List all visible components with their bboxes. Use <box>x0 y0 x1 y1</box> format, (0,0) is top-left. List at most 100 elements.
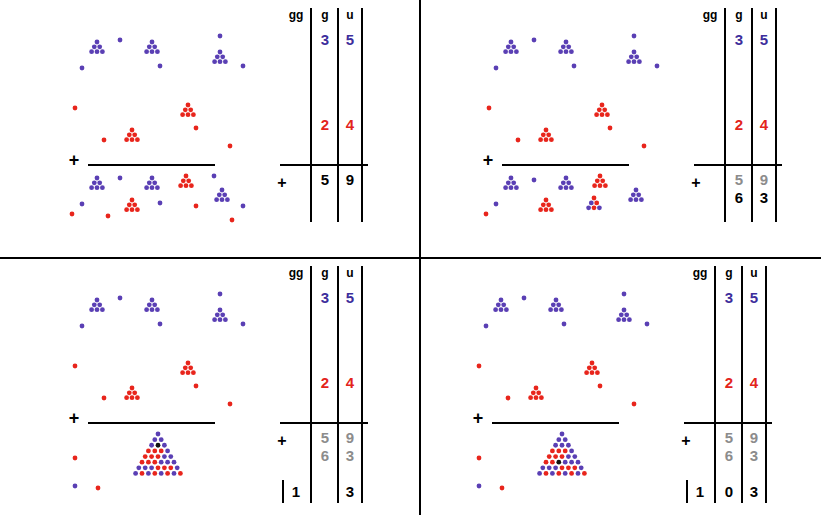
column-line <box>741 266 743 503</box>
counter-dot <box>92 44 97 49</box>
counter-dot <box>194 384 199 389</box>
counter-dot <box>538 137 543 142</box>
counter-dot <box>100 49 105 54</box>
label-box: 1 <box>696 483 704 501</box>
counter-dot <box>556 460 561 465</box>
label-box: 4 <box>750 374 758 392</box>
counter-dot <box>547 465 552 470</box>
counter-dot <box>80 66 85 71</box>
counter-dot <box>592 183 597 188</box>
digit: 3 <box>760 189 768 206</box>
counter-dot <box>622 308 627 313</box>
counter-dot <box>149 443 154 448</box>
counter-dot <box>509 185 514 190</box>
column-line <box>310 8 312 222</box>
counter-dot <box>152 471 157 476</box>
counter-dot <box>152 460 157 465</box>
counter-dot <box>632 402 637 407</box>
counter-dot <box>212 317 217 322</box>
counter-dot <box>556 448 561 453</box>
counter-dot <box>130 137 135 142</box>
column-line <box>310 266 312 503</box>
counter-dot <box>547 454 552 459</box>
counter-dot <box>587 365 592 370</box>
counter-dot <box>73 484 78 489</box>
label-box: g <box>735 5 742 23</box>
counter-dot <box>576 460 581 465</box>
label-box: 3 <box>321 289 329 307</box>
counter-dot <box>102 138 107 143</box>
counter-dot <box>89 49 94 54</box>
result-digit: 1 <box>292 483 300 500</box>
panel-divider <box>0 257 821 259</box>
counter-dot <box>584 370 589 375</box>
column-header: gg <box>703 8 718 22</box>
counter-dot <box>636 192 641 197</box>
digit: 3 <box>346 447 354 464</box>
counter-dot <box>550 471 555 476</box>
label-box: gg <box>289 263 304 281</box>
column-header: gg <box>693 266 708 280</box>
counter-dot <box>500 486 505 491</box>
label-box: g <box>725 263 732 281</box>
counter-dot <box>73 106 78 111</box>
counter-dot <box>162 465 167 470</box>
result-digit: 3 <box>750 483 758 500</box>
counter-dot <box>95 307 100 312</box>
counter-dot <box>130 198 135 203</box>
counter-dot <box>241 64 246 69</box>
label-box: g <box>321 5 328 23</box>
counter-dot <box>127 390 132 395</box>
counter-dot <box>539 395 544 400</box>
counter-dot <box>152 302 157 307</box>
label-box: 9 <box>760 171 768 189</box>
counter-dot <box>214 197 219 202</box>
counter-dot <box>135 395 140 400</box>
counter-dot <box>544 207 549 212</box>
counter-dot <box>96 486 101 491</box>
counter-dot <box>143 465 148 470</box>
counter-dot <box>168 465 173 470</box>
counter-dot <box>194 204 199 209</box>
digit: 5 <box>321 429 329 446</box>
counter-dot <box>506 44 511 49</box>
label-box: 6 <box>321 447 329 465</box>
counter-dot <box>95 298 100 303</box>
counter-dot <box>582 471 587 476</box>
counter-dot <box>218 308 223 313</box>
counter-dot <box>536 390 541 395</box>
counter-dot <box>132 202 137 207</box>
label-box: + <box>277 174 286 192</box>
counter-dot <box>605 112 610 117</box>
counter-dot <box>146 460 151 465</box>
counter-dot <box>135 207 140 212</box>
counter-dot <box>563 448 568 453</box>
counter-dot <box>152 44 157 49</box>
digit: 5 <box>346 289 354 306</box>
counter-dot <box>477 364 482 369</box>
label-box: g <box>321 263 328 281</box>
counter-dot <box>514 185 519 190</box>
counter-dot <box>534 386 539 391</box>
counter-dot <box>634 197 639 202</box>
column-header: g <box>321 8 328 22</box>
counter-dot <box>561 44 566 49</box>
counter-dot <box>150 40 155 45</box>
counter-dot <box>150 185 155 190</box>
counter-dot <box>546 202 551 207</box>
counter-dot <box>566 180 571 185</box>
counter-dot <box>147 180 152 185</box>
counter-dot <box>600 178 605 183</box>
counter-dot <box>501 302 506 307</box>
counter-dot <box>597 205 602 210</box>
counter-dot <box>184 183 189 188</box>
counter-dot <box>592 365 597 370</box>
counter-dot <box>220 197 225 202</box>
counter-dot <box>598 183 603 188</box>
counter-dot <box>622 292 627 297</box>
counter-dot <box>554 298 559 303</box>
counter-dot <box>191 370 196 375</box>
column-header: gg <box>289 8 304 22</box>
digit: 4 <box>750 374 758 391</box>
counter-dot <box>97 302 102 307</box>
